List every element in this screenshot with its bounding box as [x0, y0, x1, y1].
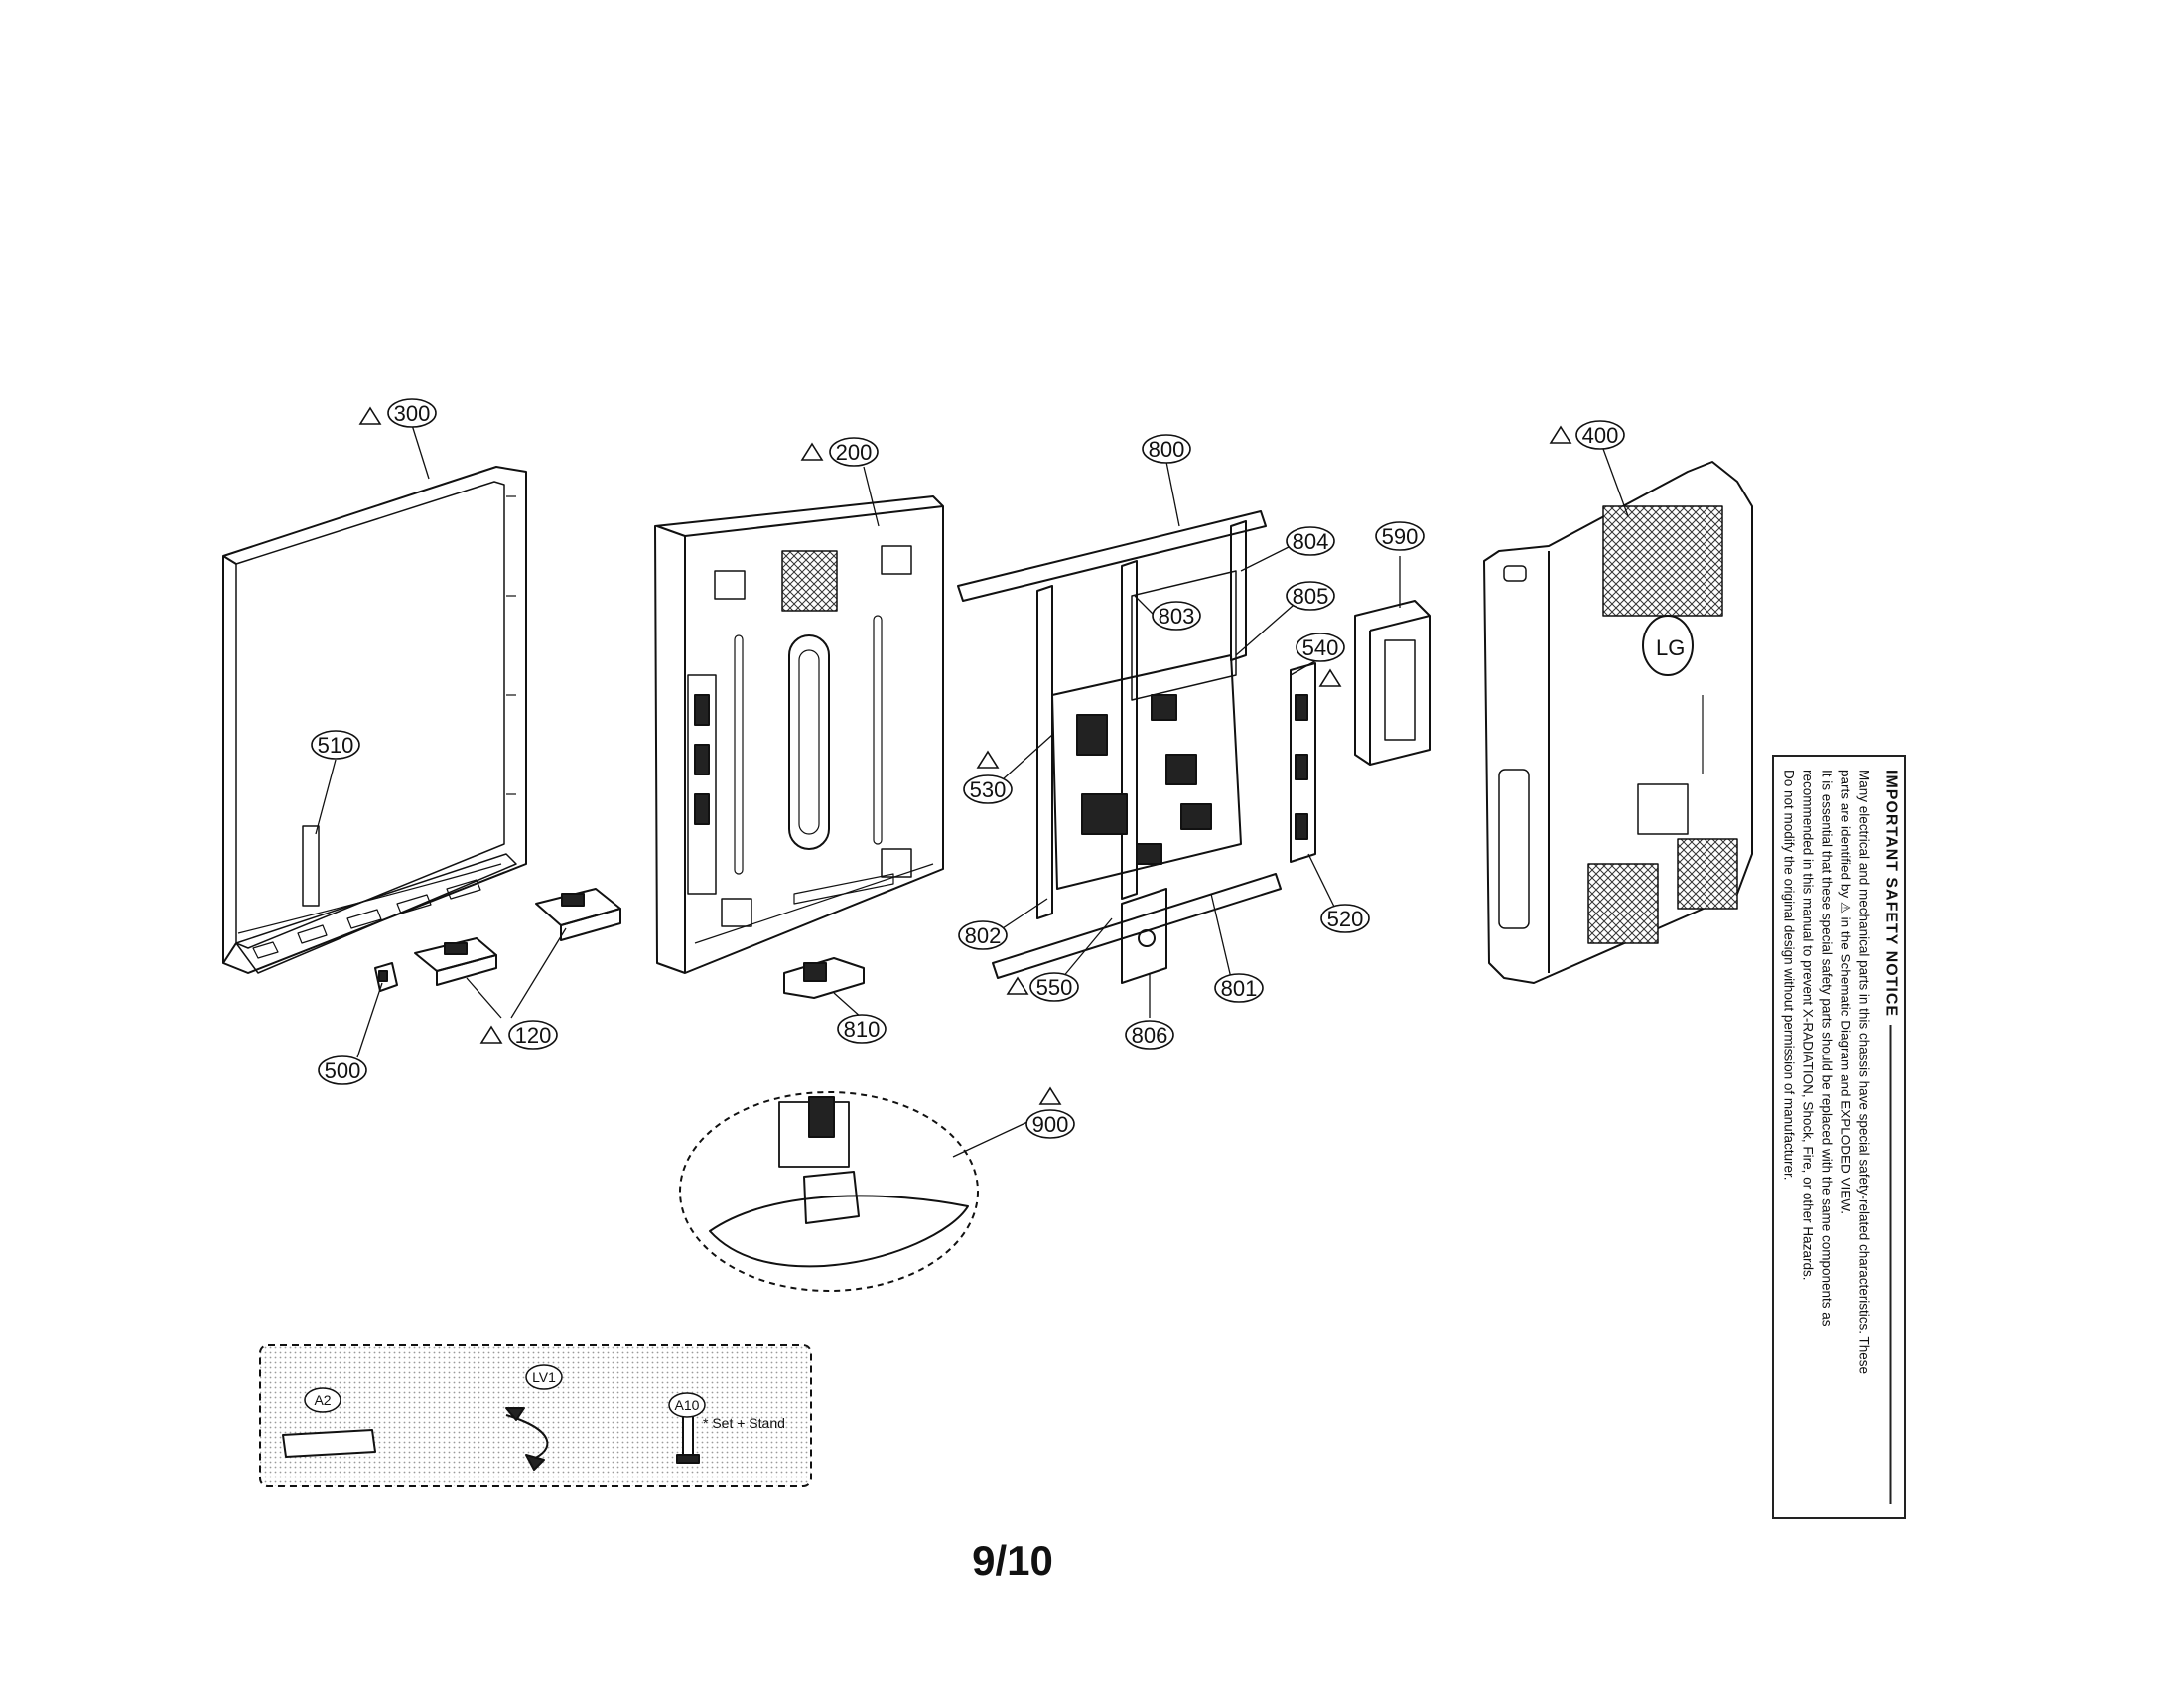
callout-805: 805	[1286, 581, 1335, 611]
safety-notice-title: IMPORTANT SAFETY NOTICE	[1881, 770, 1899, 1504]
bracket-810-part	[783, 957, 865, 999]
callout-label: 800	[1149, 437, 1185, 462]
safety-notice-title-text: IMPORTANT SAFETY NOTICE	[1882, 770, 1899, 1018]
side-board-520-part	[1290, 662, 1316, 863]
callout-label: 200	[836, 440, 873, 465]
callout-label: 802	[965, 923, 1002, 948]
stand-assembly-part	[679, 1091, 979, 1292]
safety-notice-box: IMPORTANT SAFETY NOTICE Many electrical …	[1772, 755, 1906, 1519]
front-cabinet-part	[222, 466, 527, 974]
warning-icon	[479, 1025, 503, 1044]
callout-a10: A10 * Set + Stand	[668, 1392, 785, 1431]
safety-notice-body: Many electrical and mechanical parts in …	[1779, 770, 1873, 1504]
callout-label: 540	[1302, 635, 1339, 660]
callout-530: 530	[963, 750, 1013, 804]
warning-icon	[976, 750, 1000, 769]
accessories-box	[259, 1344, 812, 1487]
callout-lv1: LV1	[525, 1364, 563, 1390]
warning-icon	[1549, 425, 1572, 444]
notice-line: parts are identified by ⚠ in the Schemat…	[1838, 770, 1852, 1215]
warning-icon	[1006, 976, 1029, 995]
callout-400: 400	[1549, 420, 1625, 450]
callout-label: 300	[394, 401, 431, 426]
warning-icon	[358, 406, 382, 425]
leader-lines	[315, 424, 1629, 1158]
callout-800: 800	[1142, 434, 1191, 464]
bracket-806-part	[1121, 888, 1167, 984]
callout-label: 550	[1036, 975, 1073, 1000]
callout-label: 590	[1382, 524, 1419, 549]
callout-550: 550	[1006, 972, 1079, 1002]
support-frame-part	[957, 510, 1282, 979]
page-number: 9/10	[972, 1537, 1053, 1584]
callout-label: 803	[1159, 604, 1195, 629]
warning-icon	[1318, 668, 1342, 687]
callout-520: 520	[1320, 904, 1370, 933]
a10-note: * Set + Stand	[703, 1415, 785, 1431]
notice-line: Many electrical and mechanical parts in …	[1856, 770, 1871, 1375]
callout-label: 806	[1132, 1023, 1168, 1048]
callout-806: 806	[1125, 1020, 1174, 1050]
callout-810: 810	[837, 1014, 887, 1044]
callout-200: 200	[800, 437, 879, 467]
callout-label: LV1	[532, 1369, 556, 1385]
callout-label: 804	[1293, 529, 1329, 554]
power-button-part	[374, 962, 398, 992]
callout-540: 540	[1296, 633, 1345, 687]
callout-label: A10	[675, 1397, 700, 1413]
callout-510: 510	[311, 730, 360, 760]
callout-801: 801	[1214, 973, 1264, 1003]
callout-label: 400	[1582, 423, 1619, 448]
ir-board-part	[414, 937, 497, 986]
callout-label: 801	[1221, 976, 1258, 1001]
notice-line: Do not modify the original design withou…	[1781, 770, 1796, 1181]
callout-803: 803	[1152, 601, 1201, 631]
main-board-part	[1051, 654, 1242, 890]
callout-label: 120	[515, 1023, 552, 1048]
callout-label: A2	[314, 1392, 331, 1408]
tuner-590-part	[1354, 600, 1431, 766]
warning-icon	[1038, 1086, 1062, 1105]
callout-label: 510	[318, 733, 354, 758]
control-board-part	[535, 888, 621, 941]
notice-line: recommended in this manual to prevent X-…	[1800, 770, 1815, 1281]
callout-label: 900	[1032, 1112, 1069, 1137]
callout-120: 120	[479, 1020, 558, 1050]
title-rule	[1889, 1025, 1891, 1504]
callout-label: 520	[1327, 907, 1364, 931]
callout-label: 805	[1293, 584, 1329, 609]
callout-label: 810	[844, 1017, 881, 1042]
callout-label: 530	[970, 777, 1007, 802]
warning-icon	[800, 442, 824, 461]
callout-590: 590	[1375, 521, 1425, 551]
callout-label: 500	[325, 1058, 361, 1083]
callout-804: 804	[1286, 526, 1335, 556]
lg-logo: LG	[1656, 635, 1685, 660]
notice-line: It is essential that these special safet…	[1819, 770, 1834, 1327]
callout-300: 300	[358, 398, 437, 428]
back-cover-part: LG	[1483, 461, 1753, 984]
callout-500: 500	[318, 1055, 367, 1085]
lcd-module-part	[654, 495, 944, 974]
callout-802: 802	[958, 920, 1008, 950]
callout-900: 900	[1025, 1086, 1075, 1139]
callout-a2: A2	[304, 1387, 341, 1413]
